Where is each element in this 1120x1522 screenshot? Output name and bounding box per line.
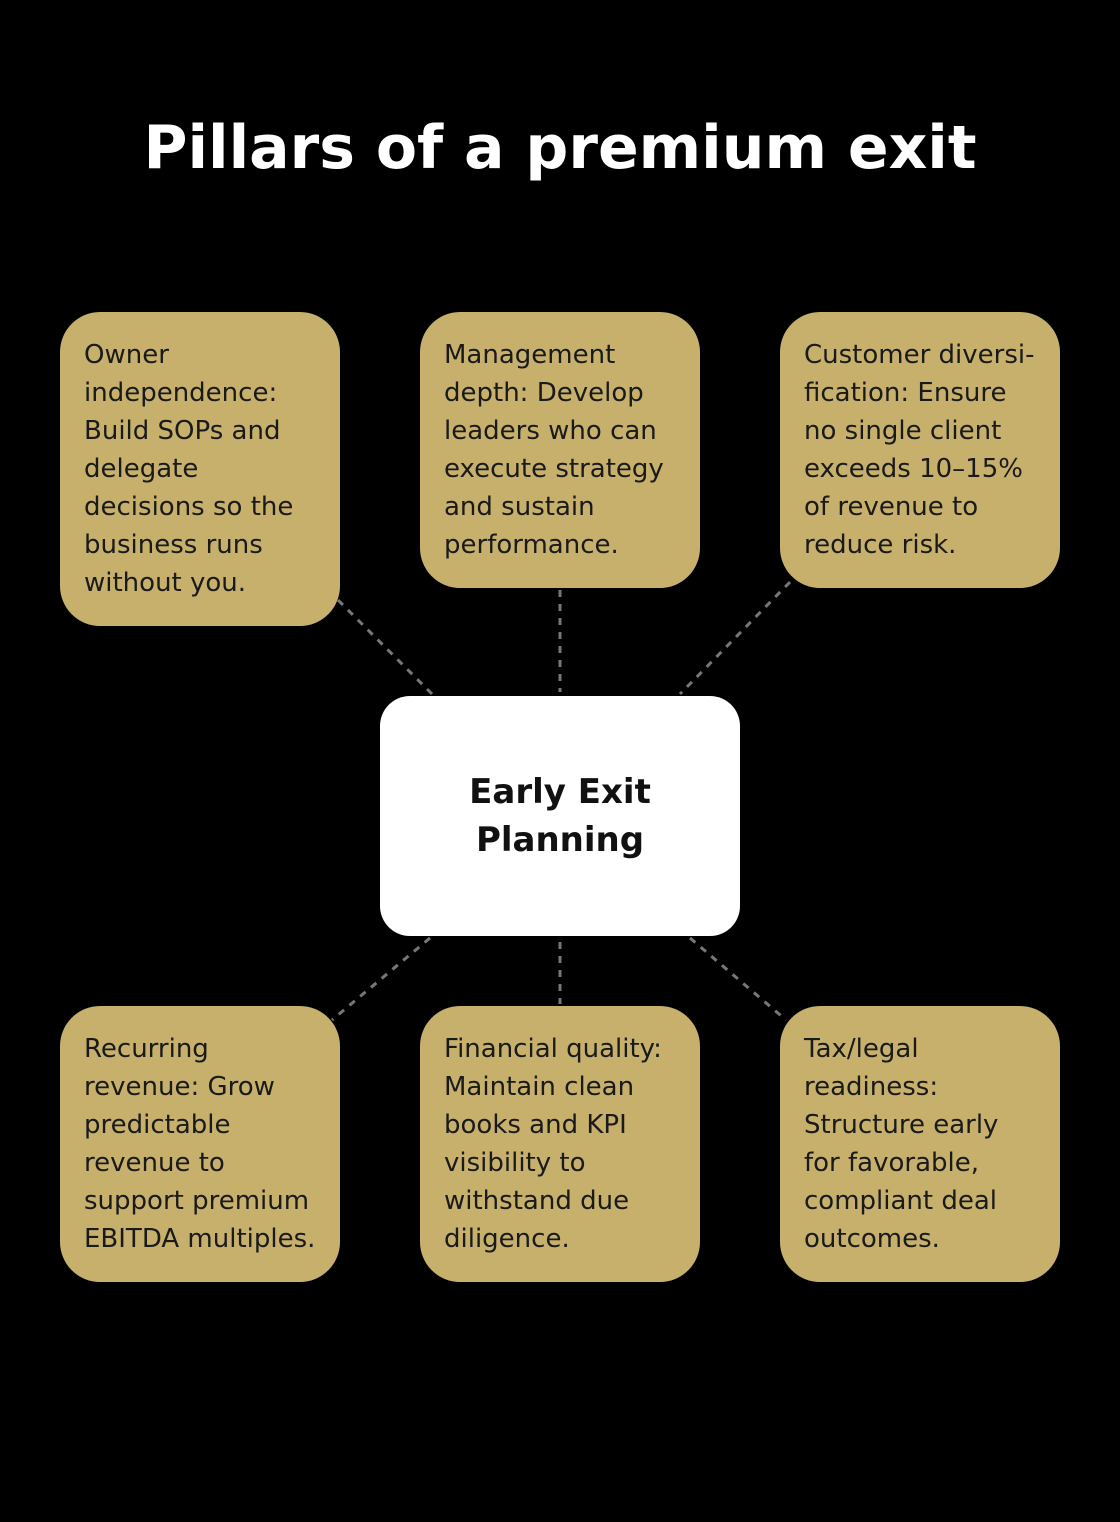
pillar-management-depth: Management depth: Develop leaders who ca… — [420, 312, 700, 588]
pillar-financial-quality: Financial quality: Maintain clean books … — [420, 1006, 700, 1282]
connector-recurring-revenue — [331, 936, 431, 1022]
pillar-tax-legal-readiness: Tax/legal readiness: Structure early for… — [780, 1006, 1060, 1282]
pillar-recurring-revenue: Recurring revenue: Grow predictable reve… — [60, 1006, 340, 1282]
center-node: Early Exit Planning — [380, 696, 740, 936]
pillar-text: Financial quality: Maintain clean books … — [444, 1034, 662, 1254]
pillar-text: Management depth: Develop leaders who ca… — [444, 340, 664, 560]
center-node-label: Early Exit Planning — [469, 772, 651, 860]
pillar-text: Tax/legal readiness: Structure early for… — [804, 1034, 999, 1254]
diagram-title: Pillars of a premium exit — [143, 113, 977, 183]
connector-tax-legal-readiness — [689, 936, 787, 1022]
pillar-text: Recurring revenue: Grow predictable reve… — [84, 1034, 316, 1254]
pillar-text: Customer diversi-fication: Ensure no sin… — [804, 340, 1035, 560]
pillar-owner-independence: Owner independence: Build SOPs and deleg… — [60, 312, 340, 626]
connector-owner-independence — [336, 598, 434, 696]
pillar-customer-diversification: Customer diversi-fication: Ensure no sin… — [780, 312, 1060, 588]
connector-customer-diversification — [678, 580, 792, 696]
pillar-text: Owner independence: Build SOPs and deleg… — [84, 340, 294, 598]
